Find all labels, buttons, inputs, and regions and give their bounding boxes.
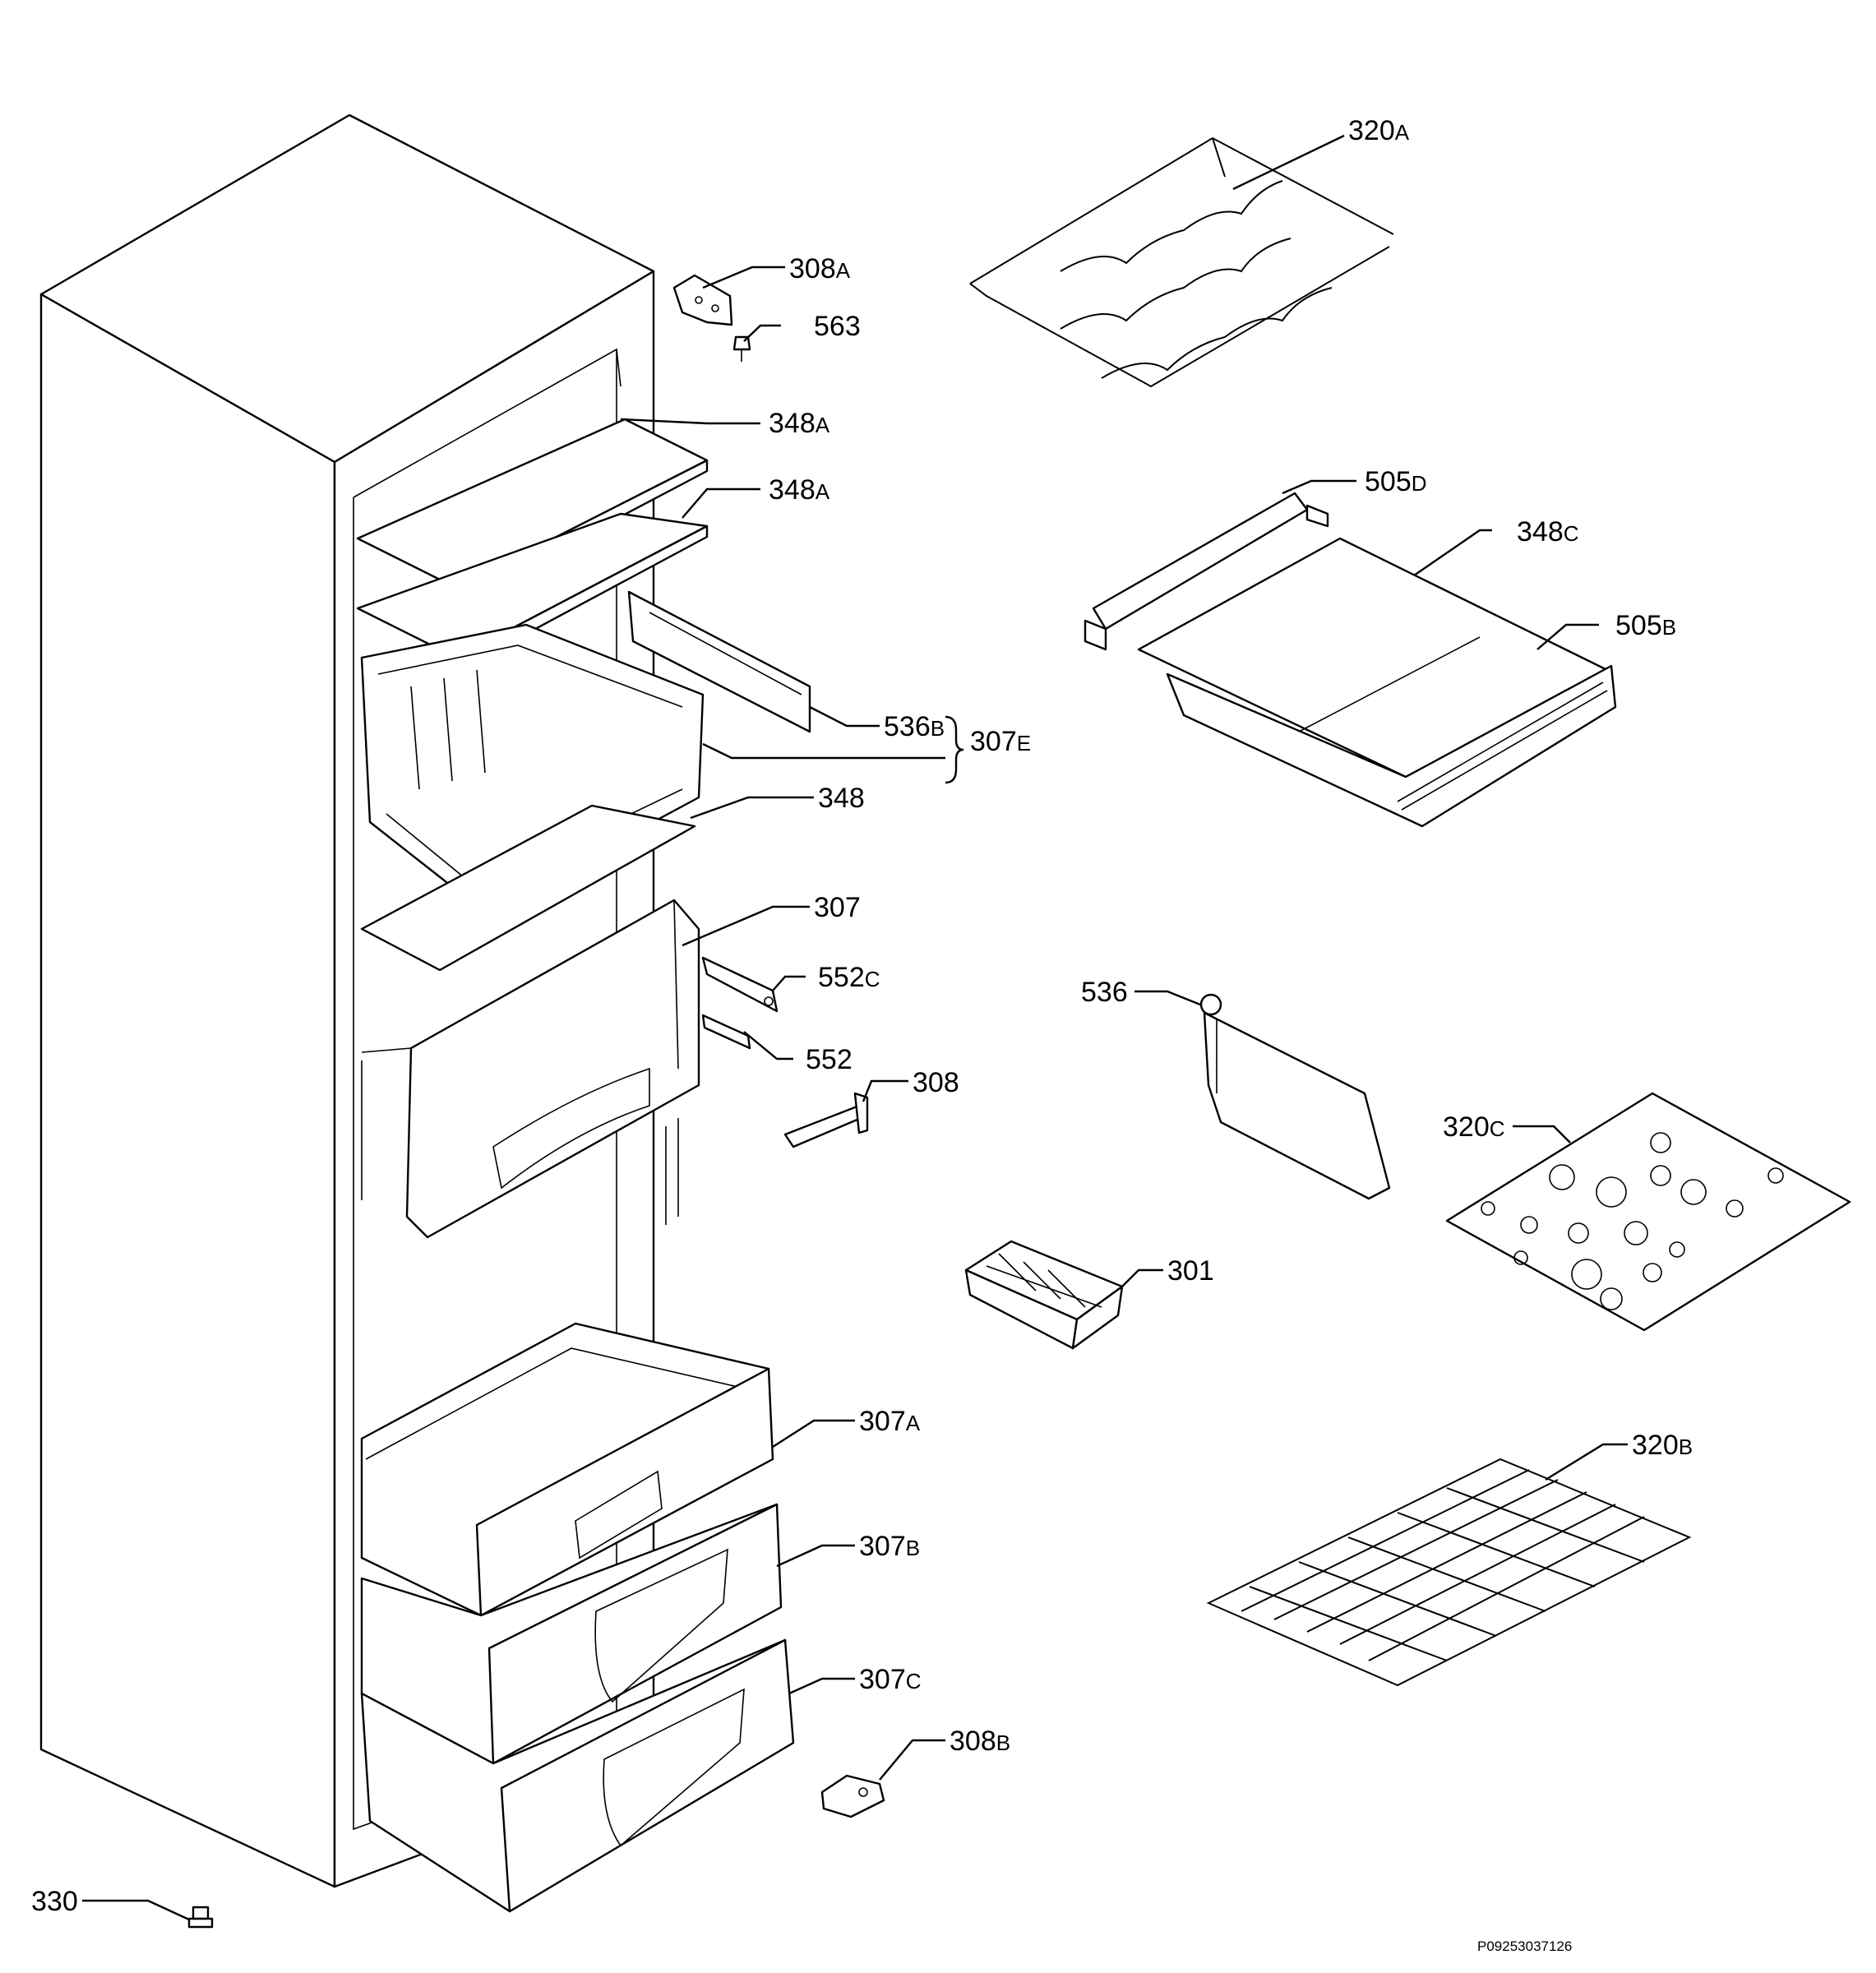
- drawer-rail-upper: [701, 956, 779, 1013]
- callout-308a: 308A: [789, 253, 851, 284]
- callout-320b: 320B: [1632, 1430, 1693, 1461]
- top-hinge-bracket: [672, 274, 733, 326]
- callout-320c: 320C: [1443, 1111, 1505, 1143]
- reference-code: P09253037126: [1477, 1938, 1572, 1954]
- callout-552: 552: [806, 1044, 853, 1075]
- callout-307b: 307B: [859, 1531, 920, 1562]
- bottom-hinge-bracket: [820, 1774, 885, 1818]
- callout-307: 307: [814, 892, 861, 923]
- callout-348c: 348C: [1517, 516, 1579, 548]
- callout-308: 308: [913, 1067, 959, 1098]
- callout-348: 348: [818, 783, 865, 814]
- drawer-307b: [360, 1503, 783, 1765]
- callout-308b: 308B: [950, 1726, 1010, 1757]
- callout-563: 563: [814, 311, 861, 342]
- glass-shelf-middle: [360, 804, 696, 972]
- callout-552c: 552C: [818, 962, 880, 993]
- callout-307e: 307E: [970, 726, 1031, 757]
- callout-labels: 320A 308A 563 348A 348A 505D 348C 505B 5…: [31, 115, 1693, 1917]
- drawer-307c: [360, 1638, 795, 1913]
- freezer-drawer: [361, 899, 700, 1239]
- callout-505b: 505B: [1615, 610, 1676, 641]
- callout-307c: 307C: [859, 1664, 922, 1695]
- callout-536: 536: [1081, 977, 1128, 1008]
- basket-divider: [627, 590, 811, 733]
- perforated-plate: [1445, 1092, 1851, 1332]
- leader-lines: [82, 134, 1628, 1921]
- callout-301: 301: [1167, 1255, 1214, 1287]
- screw: [732, 335, 751, 362]
- ice-cube-tray: [964, 1240, 1124, 1350]
- drawer-307a: [360, 1322, 774, 1617]
- callout-330: 330: [31, 1886, 78, 1917]
- drawer-rail-lower: [701, 1014, 751, 1050]
- shelf-assembly: [1084, 492, 1617, 828]
- wire-bottle-rack: [969, 136, 1394, 388]
- callout-505d: 505D: [1365, 466, 1427, 497]
- callout-307a: 307A: [859, 1406, 921, 1437]
- callout-536b: 536B: [884, 711, 945, 742]
- callout-348a-upper: 348A: [769, 408, 830, 439]
- leveling-foot: [187, 1906, 214, 1929]
- callout-320a: 320A: [1348, 115, 1410, 146]
- door-hinge-middle: [783, 1092, 869, 1148]
- bottle-divider: [1199, 993, 1391, 1200]
- callout-348a-lower: 348A: [769, 474, 830, 506]
- wire-shelf: [1206, 1458, 1692, 1687]
